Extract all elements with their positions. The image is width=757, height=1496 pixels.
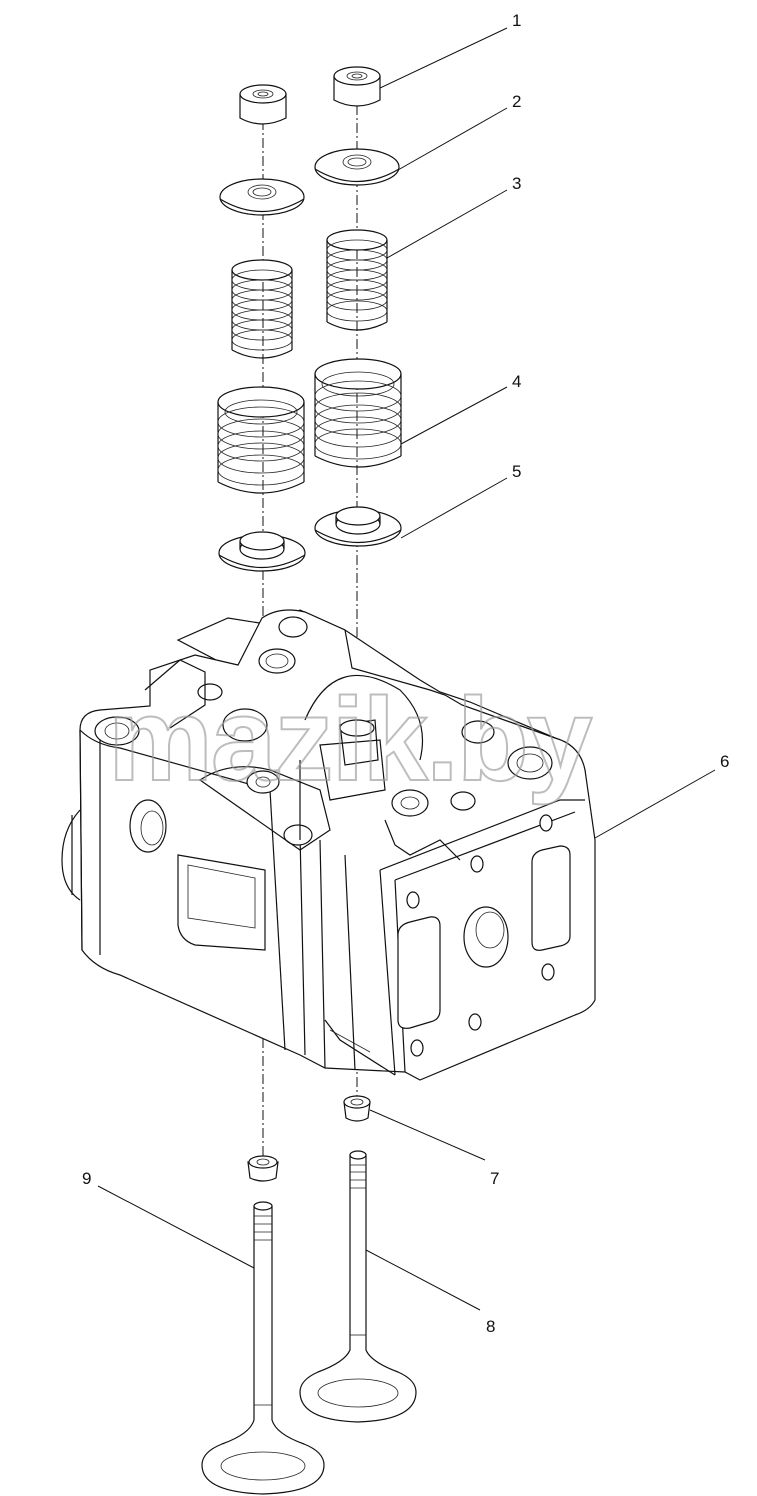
callout-3: 3 — [512, 174, 521, 193]
cylinder-head — [61, 609, 596, 1081]
inner-spring-right — [326, 229, 388, 331]
inner-spring-left — [231, 259, 293, 359]
spring-seat-left — [218, 531, 306, 572]
valve-cap-left — [239, 84, 287, 125]
valve-stem-seal-left — [247, 1155, 279, 1182]
callout-6: 6 — [720, 752, 729, 771]
spring-retainer-right — [314, 148, 400, 186]
watermark: mazik.by — [108, 674, 592, 806]
valve-stem-seal-right — [343, 1095, 371, 1122]
leader-lines — [97, 27, 716, 1311]
callout-labels: 1 2 3 4 5 6 7 8 9 — [82, 11, 729, 1336]
callout-9: 9 — [82, 1169, 91, 1188]
callout-4: 4 — [512, 372, 521, 391]
spring-retainer-left — [219, 178, 305, 216]
outer-spring-left — [217, 386, 305, 494]
callout-2: 2 — [512, 92, 521, 111]
valve-left — [201, 1201, 325, 1495]
valve-right — [299, 1150, 417, 1423]
valve-cap-right — [333, 66, 381, 107]
callout-7: 7 — [490, 1169, 499, 1188]
outer-spring-right — [314, 358, 402, 468]
callout-5: 5 — [512, 462, 521, 481]
callout-8: 8 — [486, 1317, 495, 1336]
spring-seat-right — [314, 506, 402, 547]
callout-1: 1 — [512, 11, 521, 30]
